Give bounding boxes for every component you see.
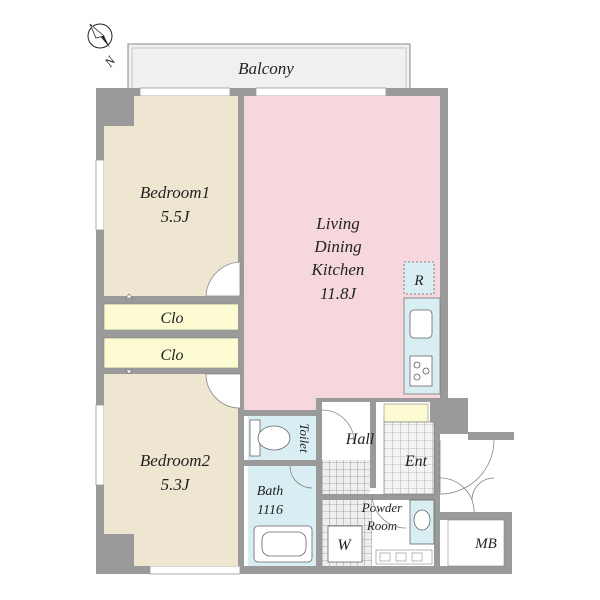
closet-upper-label: Clo — [160, 310, 183, 327]
entrance-door — [439, 439, 495, 495]
bedroom2-size: 5.3J — [161, 475, 191, 494]
toilet-icon — [257, 425, 291, 451]
toilet-label: Toilet — [297, 423, 312, 453]
closets: Clo Clo — [103, 293, 244, 375]
bath-size: 1116 — [257, 503, 283, 518]
compass-north-label: N — [101, 52, 120, 70]
bathtub-icon — [253, 525, 313, 563]
entrance-label: Ent — [404, 453, 428, 470]
bedroom1: Bedroom1 5.5J — [104, 96, 244, 297]
balcony-label: Balcony — [238, 59, 294, 78]
entrance: Ent — [376, 402, 495, 513]
bedroom1-door — [205, 261, 241, 297]
powder-room: W Powder Room — [322, 493, 435, 566]
hall: Hall — [321, 402, 375, 494]
ldk: Living Dining Kitchen 11.8J — [244, 96, 440, 410]
bedroom2: Bedroom2 5.3J — [104, 373, 244, 566]
washer-label: W — [337, 537, 352, 554]
meter-box: MB — [447, 519, 505, 567]
compass-icon: N — [87, 23, 120, 70]
toilet-room: Toilet — [248, 416, 316, 460]
ldk-size: 11.8J — [320, 284, 357, 303]
ldk-line3: Kitchen — [311, 260, 365, 279]
kitchen: R — [403, 261, 441, 395]
powder-room-line1: Powder — [361, 500, 403, 515]
basin-icon — [413, 509, 431, 531]
hall-label: Hall — [345, 431, 375, 448]
bath-name: Bath — [257, 484, 283, 499]
stove-icon — [409, 355, 433, 387]
ldk-line1: Living — [315, 214, 359, 233]
ldk-line2: Dining — [313, 237, 361, 256]
bath: Bath 1116 — [248, 465, 316, 566]
balcony: Balcony — [127, 43, 411, 91]
bedroom1-size: 5.5J — [161, 207, 191, 226]
meter-box-label: MB — [474, 536, 497, 552]
washer-space — [327, 525, 363, 563]
refrigerator-label: R — [413, 273, 423, 289]
sink-icon — [409, 309, 433, 339]
bedroom2-name: Bedroom2 — [140, 451, 211, 470]
powder-room-line2: Room — [366, 518, 397, 533]
interior-walls — [244, 398, 440, 566]
closet-lower-label: Clo — [160, 347, 183, 364]
bedroom1-name: Bedroom1 — [140, 183, 210, 202]
